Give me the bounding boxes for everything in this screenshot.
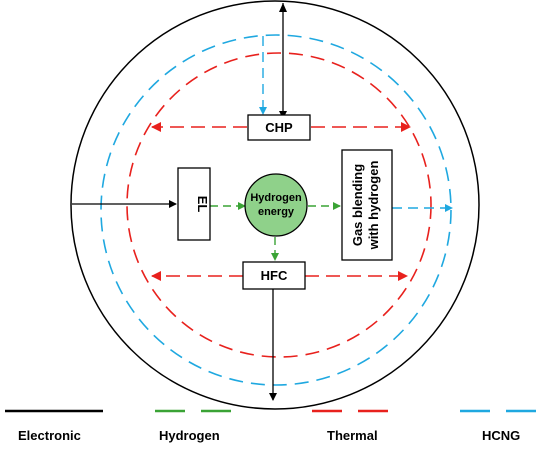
- thermal-ring: [126, 52, 432, 358]
- el-box[interactable]: [177, 167, 211, 241]
- legend-electronic-label: Electronic: [18, 428, 81, 443]
- gas-blending-box[interactable]: [341, 149, 393, 261]
- hfc-box[interactable]: [242, 261, 306, 290]
- hfc-label: HFC: [261, 268, 288, 283]
- hydrogen-energy-node[interactable]: [244, 173, 308, 237]
- gas-blending-label-2: with hydrogen: [366, 161, 381, 251]
- legend-hydrogen-label: Hydrogen: [159, 428, 220, 443]
- chp-label: CHP: [265, 120, 293, 135]
- outer-boundary-circle: [70, 0, 480, 410]
- chp-box[interactable]: [247, 114, 311, 141]
- gas-blending-label-1: Gas blending: [350, 164, 365, 246]
- hydrogen-energy-label-2: energy: [258, 206, 295, 218]
- hydrogen-energy-label-1: Hydrogen: [250, 192, 302, 204]
- electronic-arrow-top-up: [279, 3, 287, 12]
- legend-hcng-label: HCNG: [482, 428, 520, 443]
- legend-thermal-label: Thermal: [327, 428, 378, 443]
- legend: Electronic Hydrogen Thermal HCNG: [5, 409, 548, 443]
- el-label: EL: [195, 196, 210, 213]
